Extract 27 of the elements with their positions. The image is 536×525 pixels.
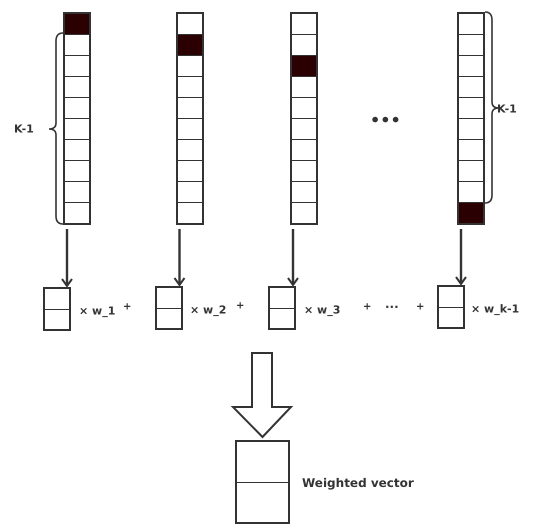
weight-label: × w_3 [304,304,340,316]
arrow [174,229,186,286]
math-label: K-1 [14,122,34,136]
vector-box [437,285,465,329]
arrow [287,229,299,286]
one-hot-vector [457,12,485,225]
vector-box [43,287,71,331]
one-hot-vector [63,12,91,225]
arrow [455,229,467,285]
vector-box [235,440,290,524]
math-label: K-1 [497,102,517,116]
hollow-arrow [230,352,294,438]
arrow [61,229,73,287]
one-hot-vector [290,12,318,225]
math-label: + [123,302,132,312]
weight-label: Weighted vector [302,476,414,490]
math-label: + [416,302,424,312]
math-label: + [236,300,244,312]
math-label: + [363,302,372,312]
vector-box [268,286,296,330]
weight-label: × w_2 [190,304,226,316]
vector-box [155,286,183,330]
math-label: ··· [385,300,399,314]
math-label: ••• [370,110,401,130]
weight-label: × w_1 [79,304,116,318]
one-hot-vector [176,12,204,225]
weight-label: × w_k-1 [471,302,520,316]
